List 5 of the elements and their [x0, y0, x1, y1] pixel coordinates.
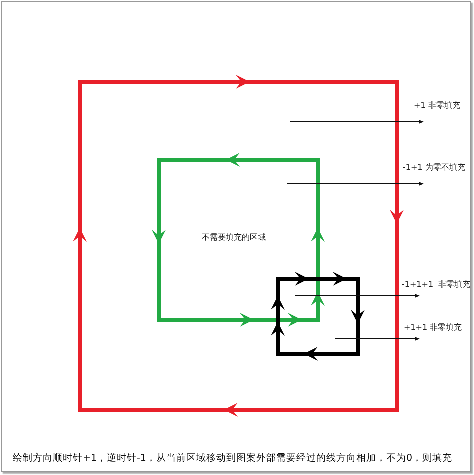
- caption: 绘制方向顺时针+1，逆时针-1，从当前区域移动到图案外部需要经过的线方向相加，不为0，则填充: [13, 452, 453, 465]
- region-label: 不需要填充的区域: [202, 233, 266, 243]
- region-label: +1+1 非零填充: [404, 323, 462, 333]
- region-label: +1 非零填充: [414, 101, 460, 111]
- region-label: -1+1 为零不填充: [403, 163, 466, 173]
